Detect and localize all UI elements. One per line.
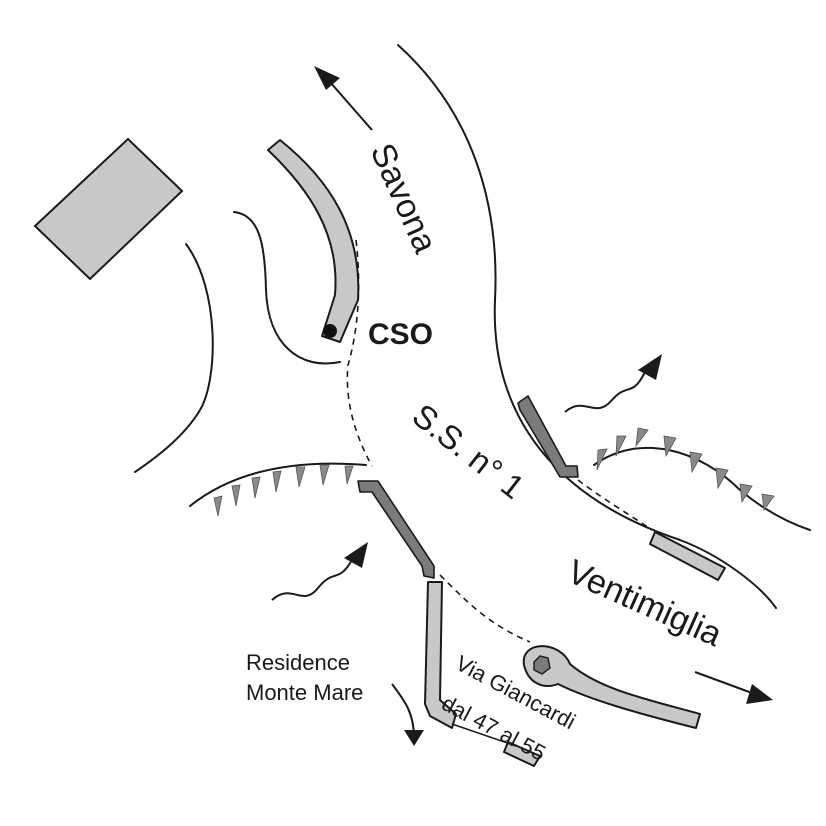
embankment-hatch-left bbox=[213, 464, 354, 517]
residence-arrow bbox=[391, 683, 424, 746]
road-edge-left-curve bbox=[233, 211, 341, 365]
flow-arrow-left bbox=[271, 542, 368, 601]
arrow-to-ventimiglia bbox=[694, 671, 773, 704]
dashed-edge-lower bbox=[439, 574, 531, 643]
flow-arrow-right bbox=[564, 354, 662, 413]
label-cso: CSO bbox=[368, 318, 433, 351]
label-residence-line1: Residence bbox=[246, 650, 350, 675]
wall-cso-curve bbox=[267, 139, 360, 343]
wall-light-long-vertical bbox=[424, 581, 457, 729]
embankment-hatch-right bbox=[596, 427, 775, 512]
dashed-edge-right bbox=[577, 479, 653, 531]
road-edge-right bbox=[397, 44, 777, 609]
wall-dark-left bbox=[357, 480, 435, 579]
boundary-line-via bbox=[451, 723, 517, 747]
building-block bbox=[33, 137, 184, 281]
wall-dark-right bbox=[517, 395, 579, 478]
label-residence-line2: Monte Mare bbox=[246, 680, 363, 705]
contour-line-lower-left bbox=[189, 462, 367, 507]
arrow-to-savona bbox=[314, 66, 373, 131]
label-road-name: S.S. n° 1 bbox=[406, 396, 532, 506]
wall-light-right-strip bbox=[649, 531, 726, 581]
cso-dot bbox=[323, 324, 337, 338]
contour-line-left bbox=[134, 243, 214, 473]
roundabout-center bbox=[533, 655, 551, 675]
contour-line-right bbox=[593, 446, 811, 531]
dashed-edge-upper bbox=[346, 239, 373, 467]
wall-light-bottom bbox=[503, 741, 541, 767]
label-savona: Savona bbox=[363, 138, 445, 259]
wall-light-roundabout bbox=[522, 645, 701, 729]
